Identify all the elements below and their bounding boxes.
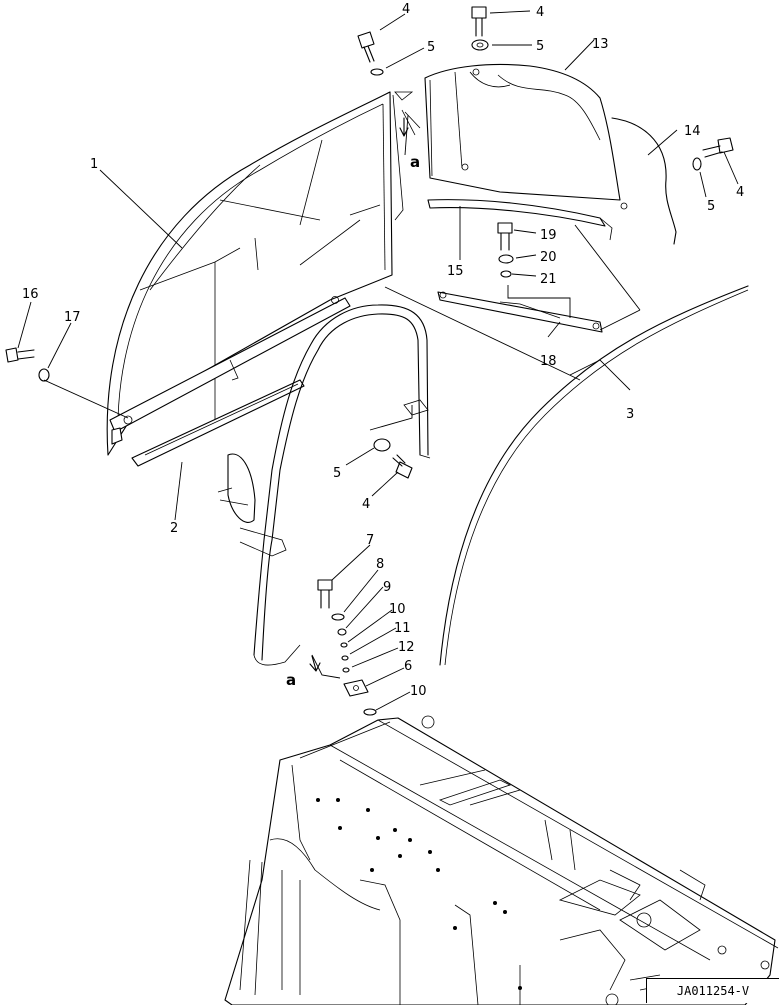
callout-5-top-center: 5 — [536, 39, 544, 54]
upper-cover-part — [424, 63, 628, 210]
callout-14: 14 — [684, 124, 701, 139]
frame-holes — [316, 798, 522, 990]
callout-6: 6 — [404, 659, 412, 674]
callout-2: 2 — [170, 521, 178, 536]
leader-lines — [17, 10, 739, 711]
callout-5-middle: 5 — [333, 466, 341, 481]
callout-15: 15 — [447, 264, 464, 279]
callout-4-middle: 4 — [362, 497, 370, 512]
callout-17: 17 — [64, 310, 81, 325]
bracket-bar-part — [437, 291, 603, 333]
glass-window-part — [106, 91, 421, 456]
view-marker-upper: a — [410, 153, 420, 171]
callout-19: 19 — [540, 228, 557, 243]
callout-4-top-center: 4 — [536, 5, 544, 20]
callout-12: 12 — [398, 640, 415, 655]
fasteners — [5, 6, 734, 716]
drawing-id: JA011254-V — [646, 978, 779, 1003]
callout-9: 9 — [383, 580, 391, 595]
callout-5-right: 5 — [707, 199, 715, 214]
callout-4-top-left: 4 — [402, 2, 410, 17]
view-arrow-lower — [309, 655, 321, 672]
callout-10-lower: 10 — [410, 684, 427, 699]
callout-13: 13 — [592, 37, 609, 52]
callout-8: 8 — [376, 557, 384, 572]
callout-16: 16 — [22, 287, 39, 302]
callout-11: 11 — [394, 621, 411, 636]
callout-18: 18 — [540, 354, 557, 369]
cab-frame-structure — [224, 715, 779, 1005]
cover-strip-part — [427, 199, 613, 241]
callout-1: 1 — [90, 157, 98, 172]
lower-strip-part — [131, 379, 305, 467]
callout-labels: 1 2 3 4 4 4 4 5 5 5 5 6 7 8 9 10 10 11 1… — [22, 2, 744, 699]
callout-4-right: 4 — [736, 185, 744, 200]
pillar-tube-part — [217, 304, 431, 666]
view-marker-lower: a — [286, 671, 296, 689]
callout-3: 3 — [626, 407, 634, 422]
view-arrow-upper — [399, 117, 409, 137]
callout-10-upper: 10 — [389, 602, 406, 617]
callout-20: 20 — [540, 250, 557, 265]
cable-part — [611, 117, 677, 245]
curved-panel-part — [439, 285, 749, 666]
callout-21: 21 — [540, 272, 557, 287]
callout-7: 7 — [366, 533, 374, 548]
callout-5-top-left: 5 — [427, 40, 435, 55]
